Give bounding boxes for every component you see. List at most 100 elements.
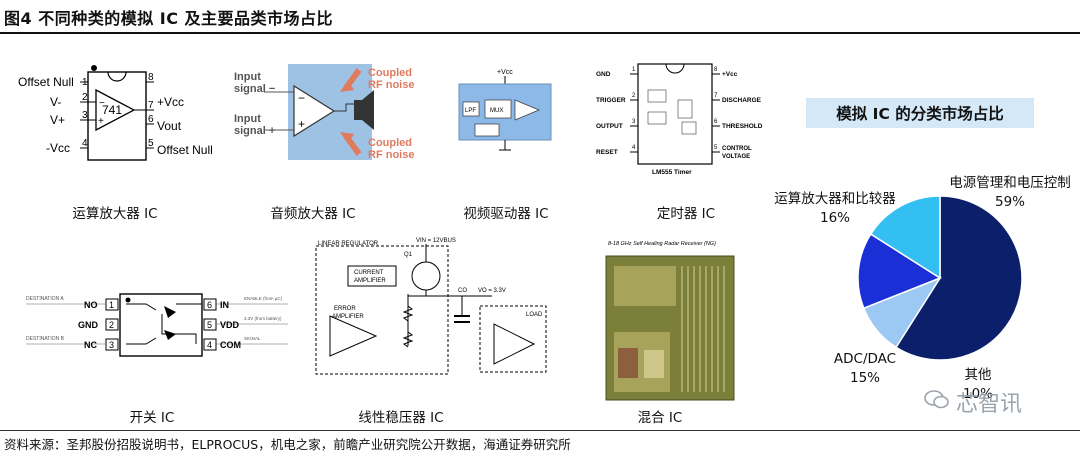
svg-text:AMPLIFIER: AMPLIFIER — [332, 314, 364, 320]
title-divider — [0, 32, 1080, 34]
pie-label-power-name: 电源管理和电压控制 — [949, 175, 1071, 191]
svg-text:Offset Null: Offset Null — [157, 143, 213, 157]
svg-text:1: 1 — [109, 300, 114, 310]
svg-text:V+: V+ — [50, 113, 65, 127]
svg-text:signal −: signal − — [234, 83, 275, 95]
pie-slice-2 — [857, 233, 942, 310]
pie-slice-0 — [895, 195, 1023, 361]
svg-text:LM555 Timer: LM555 Timer — [652, 169, 692, 176]
svg-text:MUX: MUX — [490, 108, 503, 114]
svg-text:AMPLIFIER: AMPLIFIER — [354, 278, 386, 284]
svg-text:6: 6 — [207, 300, 212, 310]
pie-label-other: 其他 10% — [948, 366, 1008, 404]
wechat-icon — [924, 388, 950, 416]
pie-slice-3 — [869, 195, 941, 280]
svg-text:V-: V- — [50, 95, 61, 109]
pie-label-adc: ADC/DAC 15% — [820, 350, 910, 388]
svg-text:THRESHOLD: THRESHOLD — [722, 123, 763, 130]
svg-text:NC: NC — [84, 340, 97, 350]
pie-label-opamp: 运算放大器和比较器 16% — [760, 190, 910, 228]
svg-text:DISCHARGE: DISCHARGE — [722, 97, 762, 104]
svg-text:2: 2 — [632, 93, 636, 99]
svg-text:Q1: Q1 — [404, 252, 413, 258]
svg-text:Vout: Vout — [157, 119, 182, 133]
svg-text:LOAD: LOAD — [526, 312, 543, 318]
timer-caption: 定时器 IC — [656, 206, 716, 222]
pie-label-opamp-name: 运算放大器和比较器 — [774, 191, 896, 207]
switch-diagram: 1 2 3 6 5 4 DESTINATION A DESTINATION B … — [26, 293, 288, 357]
svg-text:RESET: RESET — [596, 149, 618, 156]
svg-text:+Vcc: +Vcc — [497, 69, 513, 76]
video-driver-caption: 视频驱动器 IC — [463, 206, 549, 222]
svg-text:RF noise: RF noise — [368, 149, 414, 161]
svg-text:8-18 GHz Self Healing Radar Re: 8-18 GHz Self Healing Radar Receiver (NG… — [608, 241, 716, 247]
svg-text:7: 7 — [148, 100, 154, 111]
svg-text:4: 4 — [207, 340, 212, 350]
svg-text:DESTINATION B: DESTINATION B — [26, 336, 65, 342]
svg-text:LINEAR REGULATOR: LINEAR REGULATOR — [318, 241, 379, 247]
svg-text:3.3V (from battery): 3.3V (from battery) — [244, 316, 282, 321]
svg-text:6: 6 — [148, 114, 154, 125]
watermark: 芯智讯 — [924, 386, 1022, 418]
svg-text:Coupled: Coupled — [368, 67, 412, 79]
audio-amp-diagram: − + Input signal − Input signal + Couple… — [234, 64, 414, 161]
svg-text:5: 5 — [207, 320, 212, 330]
op-amp-caption: 运算放大器 IC — [72, 206, 158, 222]
svg-text:1: 1 — [82, 77, 88, 88]
op-amp-part-number: 741 — [102, 103, 122, 117]
pie-label-adc-pct: 15% — [849, 370, 880, 386]
svg-text:4: 4 — [632, 145, 636, 151]
svg-text:5: 5 — [148, 138, 154, 149]
mixed-ic-die: 8-18 GHz Self Healing Radar Receiver (NG… — [605, 241, 735, 401]
svg-text:1: 1 — [632, 67, 636, 73]
svg-text:Coupled: Coupled — [368, 137, 412, 149]
svg-text:−: − — [99, 98, 105, 109]
svg-text:2: 2 — [109, 320, 114, 330]
mixed-ic-caption: 混合 IC — [637, 410, 683, 426]
pie-chart — [857, 195, 1023, 361]
svg-text:signal +: signal + — [234, 125, 275, 137]
svg-text:ENABLE (from µC): ENABLE (from µC) — [244, 296, 283, 301]
footer-divider — [0, 430, 1080, 431]
source-note: 资料来源：圣邦股份招股说明书，ELPROCUS，机电之家，前瞻产业研究院公开数据… — [4, 437, 571, 452]
svg-text:+: + — [98, 116, 104, 127]
svg-text:GND: GND — [78, 320, 99, 330]
svg-text:5: 5 — [714, 145, 718, 151]
svg-text:-Vcc: -Vcc — [46, 141, 70, 155]
pie-label-other-name: 其他 — [964, 367, 992, 383]
svg-text:SIGNAL: SIGNAL — [244, 336, 261, 341]
svg-text:2: 2 — [82, 92, 88, 103]
svg-text:7: 7 — [714, 93, 718, 99]
svg-text:NO: NO — [84, 300, 98, 310]
pie-label-adc-name: ADC/DAC — [833, 351, 897, 367]
svg-text:VOLTAGE: VOLTAGE — [722, 154, 750, 160]
pie-label-other-pct: 10% — [962, 386, 993, 402]
svg-text:4: 4 — [82, 138, 88, 149]
svg-text:ERROR: ERROR — [334, 306, 356, 312]
svg-text:3: 3 — [109, 340, 114, 350]
video-driver-diagram: +Vcc LPF MUX — [458, 69, 552, 151]
svg-text:IN: IN — [220, 300, 229, 310]
regulator-diagram: LINEAR REGULATOR CURRENT AMPLIFIER Q1 VI… — [315, 238, 547, 375]
figure-title: 图4 不同种类的模拟 IC 及主要品类市场占比 — [4, 9, 334, 28]
pie-chart-heading: 模拟 IC 的分类市场占比 — [806, 98, 1034, 128]
svg-text:VDD: VDD — [220, 320, 240, 330]
op-amp-diagram: − + 741 1 2 3 4 8 7 6 5 Offset Null V- V… — [18, 65, 213, 161]
svg-text:LPF: LPF — [465, 108, 476, 114]
svg-text:CO: CO — [458, 288, 467, 294]
switch-caption: 开关 IC — [129, 410, 175, 426]
svg-text:TRIGGER: TRIGGER — [596, 97, 626, 104]
timer-diagram: 12 34 87 65 GND TRIGGER OUTPUT RESET +Vc… — [596, 63, 763, 176]
svg-text:+Vcc: +Vcc — [722, 71, 738, 78]
svg-text:Input: Input — [234, 113, 261, 125]
svg-text:OUTPUT: OUTPUT — [596, 123, 623, 130]
regulator-caption: 线性稳压器 IC — [358, 410, 444, 426]
svg-text:VO = 3.3V: VO = 3.3V — [478, 288, 506, 294]
pie-label-power-pct: 59% — [994, 194, 1025, 210]
svg-text:GND: GND — [596, 71, 611, 78]
svg-text:3: 3 — [632, 119, 636, 125]
pie-label-opamp-pct: 16% — [819, 210, 850, 226]
svg-text:Offset Null: Offset Null — [18, 75, 74, 89]
svg-text:8: 8 — [148, 72, 154, 83]
svg-text:Input: Input — [234, 71, 261, 83]
